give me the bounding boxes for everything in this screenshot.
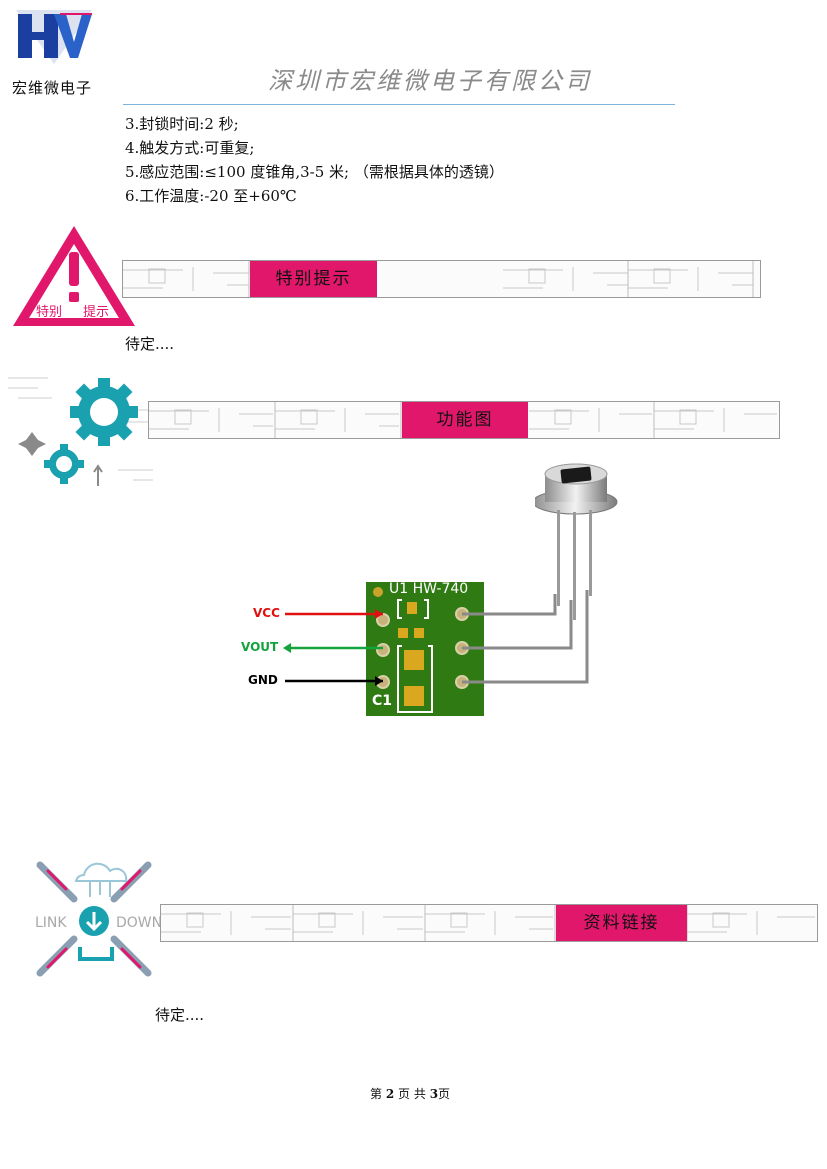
company-name: 深圳市宏维微电子有限公司 — [268, 67, 592, 95]
notice-title: 特别提示 — [250, 261, 377, 297]
diagram-title: 功能图 — [402, 402, 528, 438]
pir-sensor-image — [532, 462, 625, 682]
notice-body: 待定.... — [125, 335, 175, 353]
link-download-icon — [30, 855, 160, 983]
spec-item: 6.工作温度:-20 至+60℃ — [125, 187, 297, 205]
notice-banner: 特别提示 — [122, 260, 761, 298]
footer-page-number: 2 — [385, 1087, 395, 1101]
logo-caption: 宏维微电子 — [12, 79, 93, 97]
spec-item: 5.感应范围:≤100 度锥角,3-5 米; （需根据具体的透镜） — [125, 163, 504, 181]
header-rule — [123, 104, 675, 105]
board-label: U1 HW-740 — [389, 581, 469, 597]
warning-icon-text-right: 提示 — [83, 305, 110, 320]
company-logo — [14, 6, 94, 66]
footer-mid: 页 共 — [398, 1087, 426, 1101]
circuit-pattern — [149, 402, 777, 438]
warning-icon-text-left: 特别 — [36, 305, 63, 320]
wiring-lines — [255, 560, 655, 700]
pin-label-vcc: VCC — [253, 606, 280, 620]
link-icon-text-left: LINK — [35, 915, 67, 931]
warning-icon — [9, 222, 139, 330]
links-body: 待定.... — [155, 1006, 205, 1024]
links-title: 资料链接 — [556, 905, 687, 941]
c1-label: C1 — [372, 693, 393, 709]
spec-item: 4.触发方式:可重复; — [125, 139, 255, 157]
link-icon-text-right: DOWN — [116, 915, 163, 931]
diagram-banner: 功能图 — [148, 401, 780, 439]
circuit-pattern — [161, 905, 815, 941]
page-footer: 第 2 页 共 3页 — [370, 1085, 450, 1102]
gear-icon — [8, 370, 158, 490]
spec-list: 3.封锁时间:2 秒; 4.触发方式:可重复; 5.感应范围:≤100 度锥角,… — [125, 112, 504, 208]
circuit-pattern — [123, 261, 754, 297]
spec-item: 3.封锁时间:2 秒; — [125, 115, 239, 133]
pin-label-gnd: GND — [248, 673, 278, 687]
links-banner: 资料链接 — [160, 904, 818, 942]
pin-label-vout: VOUT — [241, 640, 279, 654]
footer-total-pages: 3 — [429, 1087, 439, 1101]
footer-prefix: 第 — [370, 1087, 383, 1101]
footer-suffix: 页 — [438, 1087, 451, 1101]
